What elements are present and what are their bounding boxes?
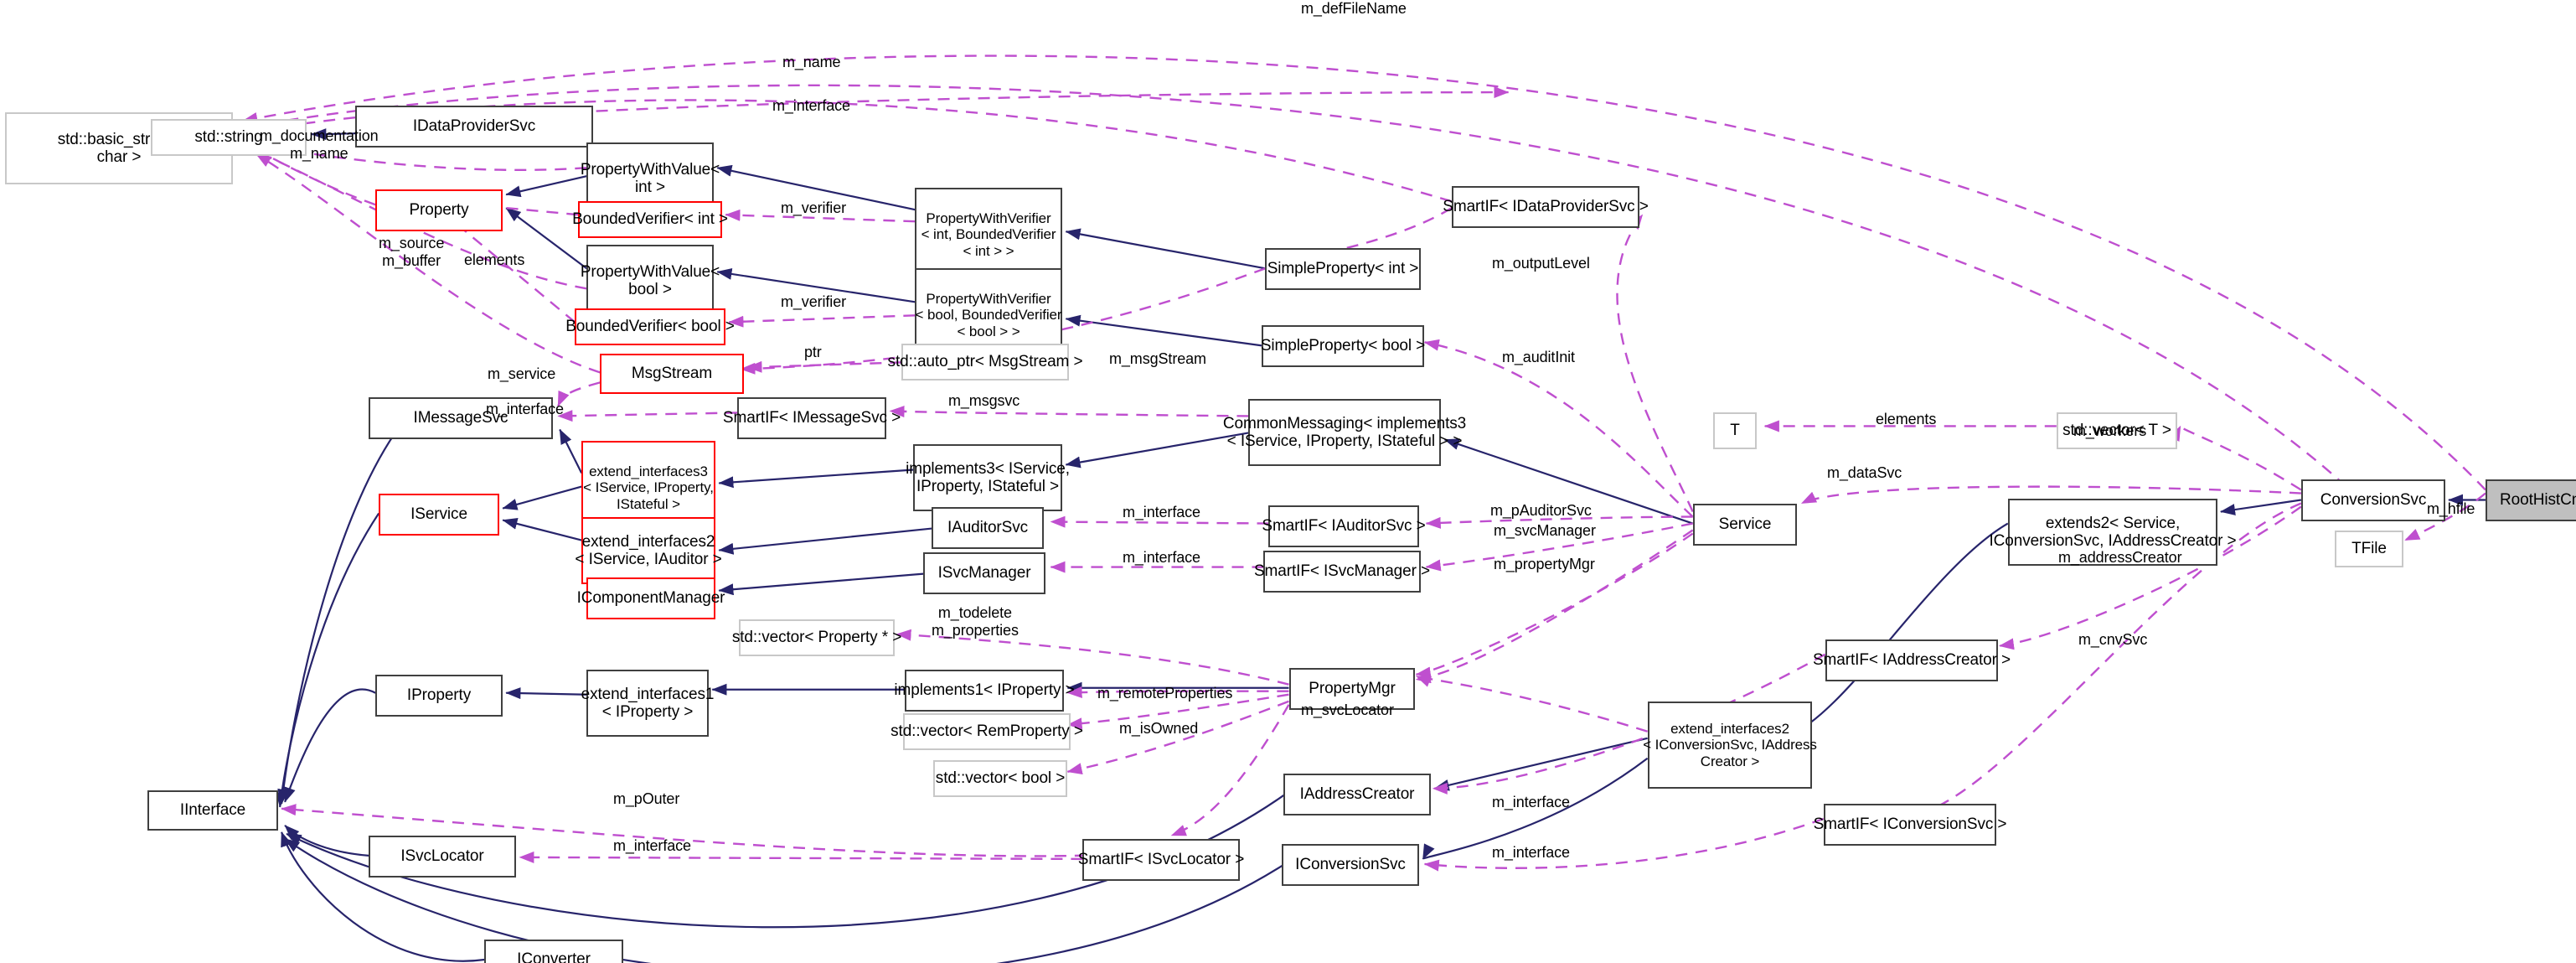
- class-node-boundedverint[interactable]: BoundedVerifier< int >: [572, 201, 728, 238]
- class-node-boundedverbool[interactable]: BoundedVerifier< bool >: [565, 308, 735, 345]
- class-node-isvclocator[interactable]: ISvcLocator: [369, 836, 516, 878]
- class-node-tfile[interactable]: TFile: [2335, 531, 2403, 567]
- class-node-smartif-imsgsvc[interactable]: SmartIF< IMessageSvc >: [723, 397, 901, 439]
- class-node-idataprovidersvc[interactable]: IDataProviderSvc: [355, 106, 593, 148]
- edge-label-m-workers: m_workers: [2073, 422, 2147, 439]
- edge-label-m-interface: m_interface: [613, 837, 691, 854]
- class-node-smartif-idataprov[interactable]: SmartIF< IDataProviderSvc >: [1443, 186, 1649, 228]
- class-node-roothistcnvperssvc[interactable]: RootHistCnv::PersSvc: [2486, 479, 2576, 521]
- class-node-smartif-iconvsvc[interactable]: SmartIF< IConversionSvc >: [1814, 804, 2007, 846]
- edge-label-m-svclocator: m_svcLocator: [1301, 702, 1394, 718]
- edge-label-ptr: ptr: [804, 344, 822, 360]
- edge-label-m-interface: m_interface: [1492, 844, 1570, 861]
- edge-label-m-todelete-m-properties: m_todelete m_properties: [932, 604, 1019, 639]
- edge-label-m-pouter: m_pOuter: [613, 790, 680, 807]
- class-node-smartif-isvcloc[interactable]: SmartIF< ISvcLocator >: [1078, 839, 1244, 881]
- class-node-commonmessaging[interactable]: CommonMessaging< implements3 < IService,…: [1223, 399, 1466, 466]
- edge-label-elements: elements: [1876, 411, 1937, 427]
- class-node-std-string[interactable]: std::string: [151, 119, 307, 156]
- edge-label-m-msgstream: m_msgStream: [1109, 350, 1206, 367]
- edge-label-m-deffilename: m_defFileName: [1301, 0, 1407, 17]
- class-node-conversionsvc[interactable]: ConversionSvc: [2301, 479, 2445, 521]
- class-node-simplepropbool[interactable]: SimpleProperty< bool >: [1261, 325, 1425, 367]
- class-node-propwithvalbool[interactable]: PropertyWithValue< bool >: [581, 245, 720, 317]
- class-node-smartif-iaddrcr[interactable]: SmartIF< IAddressCreator >: [1813, 639, 2011, 681]
- edge-label-m-verifier: m_verifier: [781, 199, 847, 216]
- class-node-propwithverint[interactable]: PropertyWithVerifier < int, BoundedVerif…: [915, 188, 1062, 282]
- edge-label-m-source-m-buffer: m_source m_buffer: [379, 235, 445, 269]
- class-node-extend-if1-prop[interactable]: extend_interfaces1 < IProperty >: [581, 670, 714, 737]
- class-node-auto-ptr-msgstream[interactable]: std::auto_ptr< MsgStream >: [888, 344, 1083, 381]
- class-node-iaddresscreator[interactable]: IAddressCreator: [1283, 774, 1431, 815]
- edge-label-m-name: m_name: [782, 54, 841, 70]
- class-node-property[interactable]: Property: [375, 189, 503, 231]
- edge-label-m-datasvc: m_dataSvc: [1827, 464, 1902, 481]
- edge-label-m-remoteproperties: m_remoteProperties: [1097, 685, 1233, 702]
- class-node-implements1[interactable]: implements1< IProperty >: [894, 670, 1075, 712]
- edge-label-m-interface: m_interface: [486, 401, 564, 417]
- class-node-extend-if2-svc[interactable]: extend_interfaces2 < IService, IAuditor …: [575, 517, 722, 584]
- edge-label-m-interface: m_interface: [1492, 794, 1570, 810]
- class-node-iinterface[interactable]: IInterface: [147, 790, 278, 831]
- edge-label-m-isowned: m_isOwned: [1119, 720, 1199, 737]
- class-node-iservice[interactable]: IService: [379, 494, 499, 536]
- class-node-smartif-isvcmgr[interactable]: SmartIF< ISvcManager >: [1254, 551, 1430, 593]
- class-node-vector-t[interactable]: std::vector< T >: [2057, 412, 2177, 449]
- edge-label-m-propertymgr: m_propertyMgr: [1494, 556, 1595, 572]
- class-node-vector-remprop[interactable]: std::vector< RemProperty >: [891, 713, 1083, 750]
- class-node-vector-bool[interactable]: std::vector< bool >: [933, 760, 1067, 797]
- class-node-iconverter[interactable]: IConverter: [484, 940, 623, 963]
- class-node-smartif-iauditor[interactable]: SmartIF< IAuditorSvc >: [1262, 505, 1426, 547]
- class-node-msgstream[interactable]: MsgStream: [600, 354, 744, 394]
- edge-label-m-msgsvc: m_msgsvc: [948, 392, 1020, 409]
- class-node-extends2-service[interactable]: extends2< Service, IConversionSvc, IAddr…: [1989, 499, 2237, 566]
- edge-label-m-interface: m_interface: [772, 97, 850, 114]
- edge-label-m-interface: m_interface: [1123, 504, 1200, 520]
- edge-label-m-addresscreator: m_addressCreator: [2058, 549, 2182, 566]
- class-node-iconversionsvc[interactable]: IConversionSvc: [1282, 844, 1419, 886]
- edge-label-elements: elements: [464, 251, 525, 268]
- edge-label-m-interface: m_interface: [1123, 549, 1200, 566]
- class-node-imessagesvc[interactable]: IMessageSvc: [369, 397, 553, 439]
- edge-label-m-cnvsvc: m_cnvSvc: [2078, 631, 2148, 648]
- class-node-t[interactable]: T: [1713, 412, 1757, 449]
- class-node-simplepropint[interactable]: SimpleProperty< int >: [1265, 248, 1421, 290]
- class-node-service[interactable]: Service: [1693, 504, 1797, 546]
- class-node-iproperty[interactable]: IProperty: [375, 675, 503, 717]
- edge-label-m-hfile: m_hfile: [2427, 500, 2475, 517]
- class-node-implements3[interactable]: implements3< IService, IProperty, IState…: [906, 444, 1070, 511]
- edge-label-m-pauditorsvc: m_pAuditorSvc: [1490, 502, 1592, 519]
- class-node-isvcmanager[interactable]: ISvcManager: [923, 552, 1045, 594]
- edge-label-m-auditinit: m_auditInit: [1502, 349, 1575, 365]
- edge-label-m-documentation-m-name: m_documentation m_name: [260, 127, 379, 162]
- class-node-propertymgr[interactable]: PropertyMgr: [1289, 668, 1415, 710]
- class-node-extend-if2-conv[interactable]: extend_interfaces2 < IConversionSvc, IAd…: [1643, 702, 1817, 789]
- class-node-iauditorsvc[interactable]: IAuditorSvc: [932, 507, 1044, 549]
- class-node-vector-property-p[interactable]: std::vector< Property * >: [732, 619, 901, 656]
- edge-label-m-verifier: m_verifier: [781, 293, 847, 310]
- edge-label-m-svcmanager: m_svcManager: [1494, 522, 1596, 539]
- edge-label-m-outputlevel: m_outputLevel: [1492, 255, 1590, 272]
- class-node-icomponentmanager[interactable]: IComponentManager: [577, 577, 725, 619]
- edge-label-m-service: m_service: [488, 365, 556, 382]
